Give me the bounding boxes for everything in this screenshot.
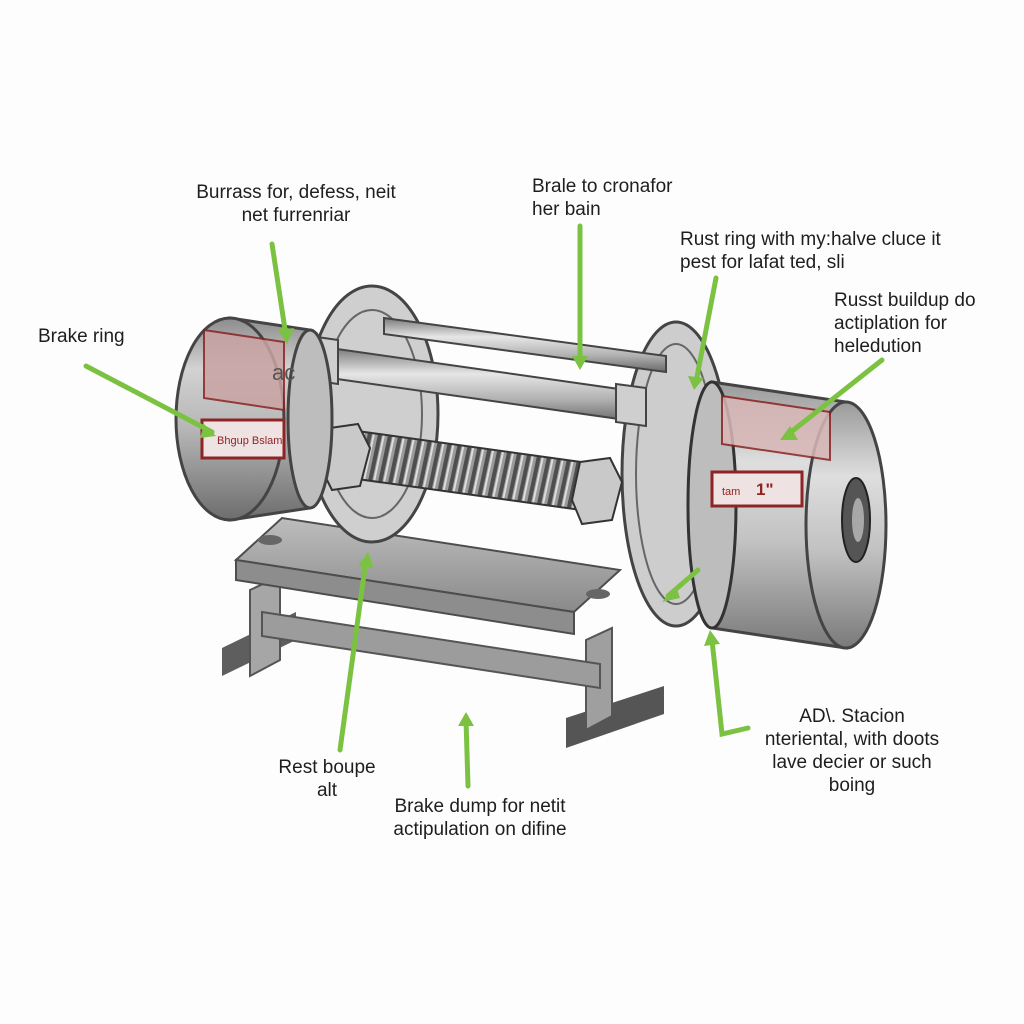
left-plate-text: Bhgup Bslam xyxy=(217,435,282,447)
left-drum: Bhgup Bslam ac xyxy=(174,316,334,522)
arrow-inner-ring xyxy=(662,567,701,602)
arrow-burrass xyxy=(269,241,294,344)
arrow-brale xyxy=(572,223,588,370)
right-drum: 1" tam xyxy=(686,380,888,650)
label-brale-line-1: Brale to cronafor xyxy=(532,176,673,197)
label-adx-stacion: AD\. Stacion nteriental, with doots lave… xyxy=(744,705,960,797)
label-russt-buildup-line-3: heledution xyxy=(834,336,922,357)
label-russt-buildup-line-1: Russt buildup do xyxy=(834,290,976,311)
label-burrass: Burrass for, defess, neit net furrenriar xyxy=(186,181,406,227)
arrow-rest-boupe xyxy=(337,552,374,753)
label-brake-dump-line-2: actipulation on difine xyxy=(393,819,567,840)
label-rest-boupe-line-2: alt xyxy=(316,780,338,801)
label-burrass-line-2: net furrenriar xyxy=(241,205,351,226)
label-russt-buildup: Russt buildup do actiplation for heledut… xyxy=(834,289,976,358)
label-adx-stacion-line-1: AD\. Stacion xyxy=(799,706,905,727)
label-brake-ring: Brake ring xyxy=(38,325,125,348)
right-plate-big: 1" xyxy=(756,480,774,499)
label-adx-stacion-line-3: lave decier or such xyxy=(772,752,932,773)
label-rust-ring-line-2: pest for lafat ted, sli xyxy=(680,252,845,273)
label-rust-ring: Rust ring with my:halve cluce it pest fo… xyxy=(680,228,941,274)
arrow-adx-stacion xyxy=(704,630,751,738)
left-plate-big: ac xyxy=(272,360,295,385)
label-brake-dump: Brake dump for netit actipulation on dif… xyxy=(370,795,590,841)
label-adx-stacion-line-2: nteriental, with doots xyxy=(764,729,940,750)
label-burrass-line-1: Burrass for, defess, neit xyxy=(196,182,396,203)
label-brale: Brale to cronafor her bain xyxy=(532,175,672,221)
label-adx-stacion-line-4: boing xyxy=(828,775,876,796)
arrow-brake-ring xyxy=(83,363,216,438)
arrow-russt-buildup xyxy=(780,357,885,440)
arrow-brake-dump xyxy=(458,712,474,789)
label-brale-line-2: her bain xyxy=(532,199,601,220)
label-rust-ring-line-1: Rust ring with my:halve cluce it xyxy=(680,229,941,250)
tie-rods xyxy=(309,316,667,428)
label-brake-ring-line-1: Brake ring xyxy=(38,326,125,347)
right-plate-text: tam xyxy=(722,486,740,498)
base-frame xyxy=(222,516,664,748)
label-rest-boupe-line-1: Rest boupe xyxy=(278,757,376,778)
label-brake-dump-line-1: Brake dump for netit xyxy=(394,796,566,817)
callout-arrows xyxy=(83,223,885,789)
arrow-rust-ring xyxy=(688,275,719,390)
label-rest-boupe: Rest boupe alt xyxy=(262,756,392,802)
label-russt-buildup-line-2: actiplation for xyxy=(834,313,948,334)
